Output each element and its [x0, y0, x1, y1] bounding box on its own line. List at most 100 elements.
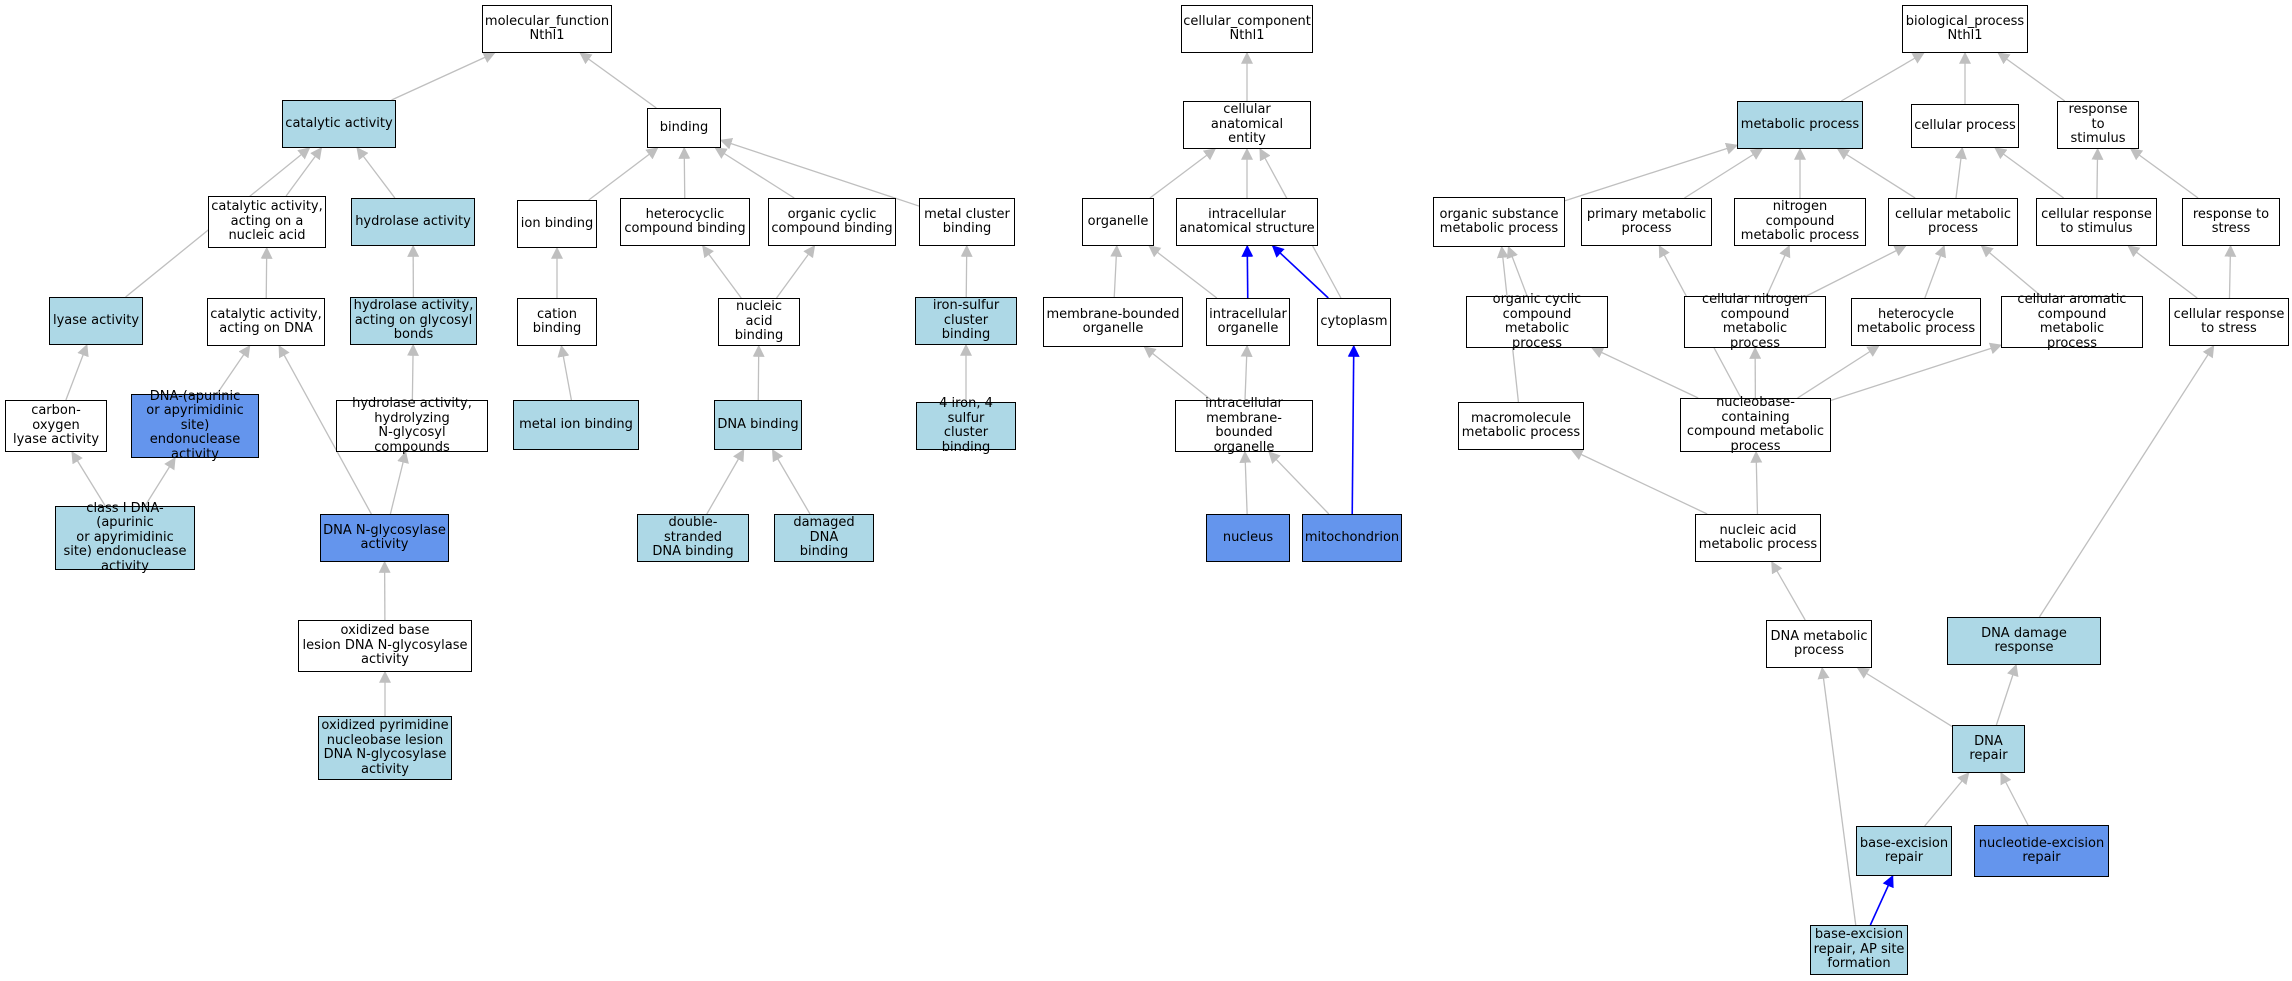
node-cat-dna[interactable]: catalytic activity, acting on DNA	[207, 298, 325, 346]
node-cation-binding[interactable]: cation binding	[517, 298, 597, 346]
edge-iron-sulfur-to-metal-cluster-binding	[960, 244, 973, 298]
edge-ber-to-dna-repair	[1924, 772, 1970, 827]
edge-dna-damage-response-to-cellular-response-stress	[2038, 344, 2215, 618]
edge-nucleic-acid-mp-to-nucleobase-mp	[1750, 450, 1763, 515]
node-lyase[interactable]: lyase activity	[49, 297, 143, 345]
edge-cellular-response-stimulus-to-cellular-process	[1994, 147, 2065, 199]
node-metabolic-process[interactable]: metabolic process	[1737, 101, 1863, 149]
node-oxidized-pyr[interactable]: oxidized pyrimidine nucleobase lesion DN…	[318, 716, 452, 780]
node-carbon-oxygen[interactable]: carbon-oxygen lyase activity	[5, 400, 107, 452]
edge-response-stress-to-response-stimulus	[2129, 148, 2199, 199]
node-dna-nglycosylase[interactable]: DNA N-glycosylase activity	[320, 514, 449, 562]
node-class1-ap[interactable]: class I DNA-(apurinic or apyrimidinic si…	[55, 501, 195, 574]
edge-mitochondrion-to-cytoplasm	[1347, 344, 1360, 515]
node-heterocyclic-binding[interactable]: heterocyclic compound binding	[620, 198, 750, 246]
node-mitochondrion[interactable]: mitochondrion	[1302, 514, 1402, 562]
node-metal-cluster-binding[interactable]: metal cluster binding	[919, 198, 1015, 246]
edge-intracellular-organelle-to-organelle	[1148, 245, 1218, 299]
node-iron-sulfur[interactable]: iron-sulfur cluster binding	[915, 297, 1017, 345]
node-hydrolase-glycosyl[interactable]: hydrolase activity, acting on glycosyl b…	[350, 297, 477, 345]
edge-catalytic-to-mf	[391, 52, 496, 101]
edge-dna-nglycosylase-to-hydrolase-nglycosyl	[389, 450, 409, 515]
edge-class1-ap-to-dna-ap-endo	[144, 456, 176, 507]
node-cae[interactable]: cellular anatomical entity	[1183, 101, 1311, 149]
edge-cat-nucleic-to-catalytic	[285, 147, 323, 197]
edge-nucleic-acid-binding-to-heterocyclic-binding	[702, 245, 742, 299]
node-oxidized-base[interactable]: oxidized base lesion DNA N-glycosylase a…	[298, 620, 472, 672]
node-ner[interactable]: nucleotide-excision repair	[1974, 825, 2109, 877]
node-cellular-process[interactable]: cellular process	[1911, 104, 2019, 148]
node-cc[interactable]: cellular_component Nthl1	[1181, 5, 1313, 53]
node-intracellular-structure[interactable]: intracellular anatomical structure	[1176, 198, 1318, 246]
node-dna-damage-response[interactable]: DNA damage response	[1947, 617, 2101, 665]
node-nucleic-acid-mp[interactable]: nucleic acid metabolic process	[1695, 514, 1821, 562]
node-nitrogen-mp[interactable]: nitrogen compound metabolic process	[1734, 198, 1866, 246]
node-dna-mp[interactable]: DNA metabolic process	[1766, 620, 1872, 668]
node-metal-ion-binding[interactable]: metal ion binding	[513, 400, 639, 450]
node-binding[interactable]: binding	[647, 108, 721, 148]
node-primary-mp[interactable]: primary metabolic process	[1581, 198, 1712, 246]
node-organelle[interactable]: organelle	[1082, 198, 1154, 246]
node-damaged-dna-binding[interactable]: damaged DNA binding	[774, 514, 874, 562]
edge-dna-repair-to-dna-damage-response	[1995, 663, 2019, 726]
node-fe4s4[interactable]: 4 iron, 4 sulfur cluster binding	[916, 396, 1016, 454]
node-ber[interactable]: base-excision repair	[1856, 826, 1952, 876]
edge-mitochondrion-to-intra-membrane-organelle	[1268, 451, 1330, 515]
edge-metal-cluster-binding-to-binding	[719, 138, 920, 207]
node-organic-cyclic-mp[interactable]: organic cyclic compound metabolic proces…	[1466, 292, 1608, 350]
node-organic-substance-mp[interactable]: organic substance metabolic process	[1433, 197, 1565, 247]
node-hydrolase-nglycosyl[interactable]: hydrolase activity, hydrolyzing N-glycos…	[336, 396, 488, 454]
node-nucleobase-mp[interactable]: nucleobase-containing compound metabolic…	[1680, 395, 1831, 453]
node-macromolecule-mp[interactable]: macromolecule metabolic process	[1458, 402, 1584, 450]
node-ion-binding[interactable]: ion binding	[517, 200, 597, 248]
node-intra-membrane-organelle[interactable]: intracellular membrane-bounded organelle	[1175, 396, 1313, 454]
node-intracellular-organelle[interactable]: intracellular organelle	[1206, 298, 1290, 346]
node-cellular-response-stress[interactable]: cellular response to stress	[2169, 298, 2289, 346]
edge-ion-binding-to-binding	[588, 147, 659, 201]
edge-dna-nglycosylase-to-cat-dna	[278, 344, 372, 515]
node-cellular-mp[interactable]: cellular metabolic process	[1888, 198, 2018, 246]
node-cytoplasm[interactable]: cytoplasm	[1317, 298, 1391, 346]
node-nucleus[interactable]: nucleus	[1206, 514, 1290, 562]
edge-ber-ap-to-dna-mp	[1817, 666, 1857, 926]
edge-cellular-mp-to-cellular-process	[1954, 146, 1967, 199]
node-bp[interactable]: biological_process Nthl1	[1902, 5, 2028, 53]
edge-intra-membrane-organelle-to-membrane-organelle	[1143, 346, 1212, 401]
node-membrane-organelle[interactable]: membrane-bounded organelle	[1043, 297, 1183, 347]
edge-response-stimulus-to-bp	[1997, 52, 2066, 102]
edge-class1-ap-to-carbon-oxygen	[71, 450, 106, 507]
node-response-stimulus[interactable]: response to stimulus	[2057, 101, 2139, 149]
edge-intra-membrane-organelle-to-intracellular-organelle	[1240, 344, 1253, 401]
edge-nucleobase-mp-to-heterocycle-mp	[1797, 345, 1880, 399]
node-hydrolase[interactable]: hydrolase activity	[351, 198, 475, 246]
node-heterocycle-mp[interactable]: heterocycle metabolic process	[1851, 298, 1981, 346]
edge-dna-binding-to-nucleic-acid-binding	[752, 344, 765, 401]
edge-heterocycle-mp-to-cellular-mp	[1924, 244, 1946, 299]
node-cellular-nitrogen-mp[interactable]: cellular nitrogen compound metabolic pro…	[1684, 292, 1826, 350]
node-dna-repair[interactable]: DNA repair	[1952, 725, 2025, 773]
node-ds-dna-binding[interactable]: double-stranded DNA binding	[637, 514, 749, 562]
node-catalytic[interactable]: catalytic activity	[282, 100, 396, 148]
node-organic-cyclic-binding[interactable]: organic cyclic compound binding	[768, 198, 896, 246]
node-response-stress[interactable]: response to stress	[2182, 198, 2280, 246]
node-cellular-response-stimulus[interactable]: cellular response to stimulus	[2036, 198, 2157, 246]
node-dna-binding[interactable]: DNA binding	[714, 400, 802, 450]
edge-heterocyclic-binding-to-binding	[678, 146, 691, 199]
edge-membrane-organelle-to-organelle	[1110, 244, 1123, 298]
node-nucleic-acid-binding[interactable]: nucleic acid binding	[718, 298, 800, 346]
node-ber-ap[interactable]: base-excision repair, AP site formation	[1810, 925, 1908, 975]
node-dna-ap-endo[interactable]: DNA-(apurinic or apyrimidinic site) endo…	[131, 389, 259, 462]
node-cellular-aromatic-mp[interactable]: cellular aromatic compound metabolic pro…	[2001, 292, 2143, 350]
node-mf[interactable]: molecular_function Nthl1	[482, 5, 612, 53]
edge-organic-cyclic-binding-to-binding	[714, 147, 795, 199]
edge-nucleobase-mp-to-cellular-aromatic-mp	[1830, 342, 2003, 402]
edge-cellular-mp-to-metabolic-process	[1836, 148, 1916, 199]
node-cat-nucleic[interactable]: catalytic activity, acting on a nucleic …	[208, 196, 326, 248]
edge-ber-ap-to-ber	[1869, 874, 1894, 926]
edge-organic-cyclic-mp-to-organic-substance-mp	[1506, 245, 1528, 297]
edge-cellular-nitrogen-mp-to-cellular-mp	[1806, 245, 1907, 297]
edge-metabolic-process-to-bp	[1840, 52, 1925, 102]
edge-organic-substance-mp-to-metabolic-process	[1564, 142, 1739, 202]
